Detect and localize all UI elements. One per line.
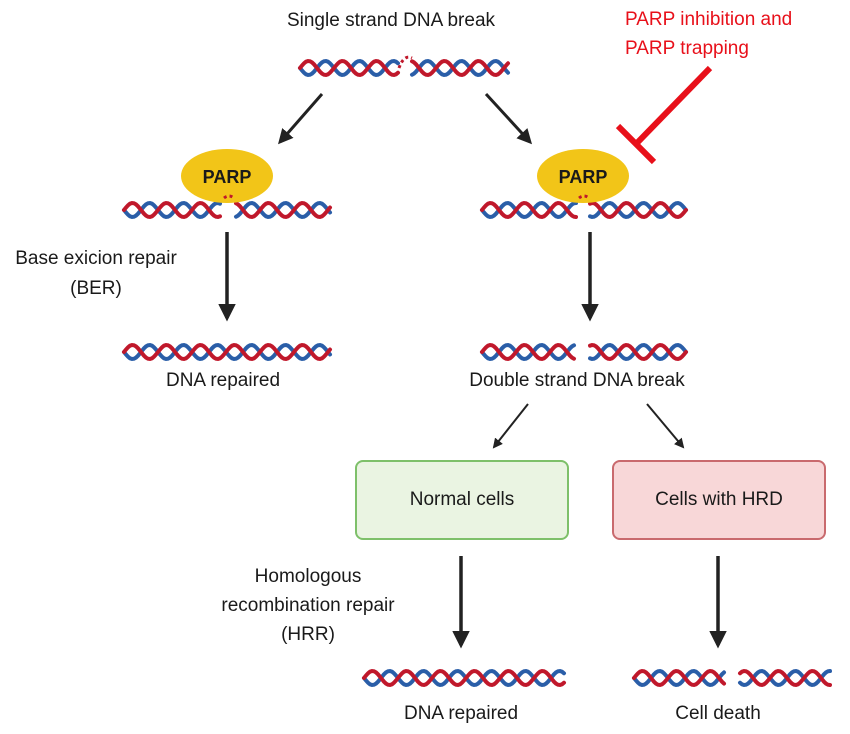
dna-repaired-left xyxy=(122,342,332,362)
label-hrr-line3: (HRR) xyxy=(281,624,335,645)
dna-cell-death xyxy=(632,668,832,688)
label-ber-line1: Base exicion repair xyxy=(15,248,177,269)
break-mark-left xyxy=(223,194,235,200)
box-normal-cells: Normal cells xyxy=(355,460,569,540)
label-double-strand-break: Double strand DNA break xyxy=(469,370,685,391)
arrow-to-normal-cells xyxy=(492,403,529,449)
parp-enzyme-right: PARP xyxy=(537,149,629,203)
label-hrr-line1: Homologous xyxy=(254,566,362,587)
break-mark-top xyxy=(397,55,413,69)
inhibition-symbol xyxy=(615,65,713,165)
parp-enzyme-left: PARP xyxy=(181,149,273,203)
label-dna-repaired-left: DNA repaired xyxy=(165,370,281,391)
label-single-strand-break: Single strand DNA break xyxy=(286,10,496,31)
box-normal-cells-label: Normal cells xyxy=(409,489,515,510)
dna-single-strand-break xyxy=(298,58,510,78)
dna-parp-right xyxy=(480,200,688,220)
arrow-to-parp-left xyxy=(278,93,324,145)
label-ber: Base exicion repair (BER) xyxy=(15,244,177,304)
label-cell-death: Cell death xyxy=(675,703,761,724)
label-ber-line2: (BER) xyxy=(70,278,122,299)
parp-label-right: PARP xyxy=(559,167,608,187)
parp-label-left: PARP xyxy=(203,167,252,187)
label-parp-inhibition-line2: PARP trapping xyxy=(625,38,749,59)
dna-repaired-bottom xyxy=(362,668,566,688)
label-dna-repaired-bottom: DNA repaired xyxy=(403,703,519,724)
label-hrr-line2: recombination repair xyxy=(221,595,395,616)
box-cells-hrd-label: Cells with HRD xyxy=(655,489,783,510)
box-cells-hrd: Cells with HRD xyxy=(612,460,826,540)
label-parp-inhibition-line1: PARP inhibition and xyxy=(625,9,793,30)
dna-parp-left xyxy=(122,200,332,220)
break-mark-right xyxy=(578,194,590,200)
arrow-to-parp-right xyxy=(484,92,533,145)
arrow-to-cells-hrd xyxy=(646,403,685,449)
label-parp-inhibition: PARP inhibition and PARP trapping xyxy=(625,5,792,63)
dna-double-strand-break xyxy=(480,342,688,362)
label-hrr: Homologous recombination repair (HRR) xyxy=(221,562,394,649)
